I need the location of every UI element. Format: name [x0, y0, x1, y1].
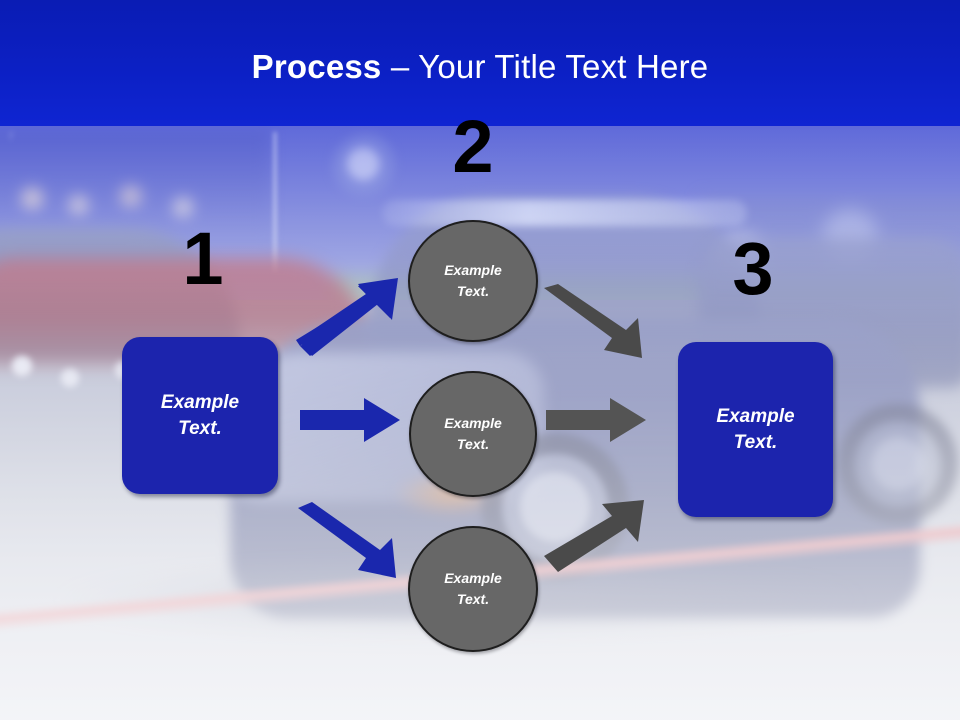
page-title: Process – Your Title Text Here	[0, 48, 960, 86]
blue-arrow-right-icon	[300, 398, 400, 442]
process-circle-middle-line1: Example	[444, 415, 502, 431]
process-circle-bottom-line2: Text.	[456, 591, 490, 607]
process-circle-bottom-text: Example Text.	[444, 568, 502, 610]
gray-arrow-right-icon	[546, 398, 646, 442]
step-number-1: 1	[182, 217, 224, 300]
process-circle-top-line1: Example	[444, 262, 502, 278]
process-box-right-text: Example Text.	[716, 404, 794, 456]
process-circle-middle-text: Example Text.	[444, 413, 502, 455]
page-title-strong: Process	[251, 48, 382, 85]
process-circle-bottom-line1: Example	[444, 570, 502, 586]
process-circle-middle-line2: Text.	[456, 436, 490, 452]
process-circle-top[interactable]: Example Text.	[408, 220, 538, 342]
process-circle-top-line2: Text.	[456, 283, 490, 299]
gray-arrow-down-right-icon	[542, 284, 650, 362]
process-box-right[interactable]: Example Text.	[678, 342, 833, 517]
blue-arrow-down-right-icon	[296, 502, 404, 580]
process-circle-bottom[interactable]: Example Text.	[408, 526, 538, 652]
page-title-rest: – Your Title Text Here	[381, 48, 709, 85]
process-box-right-line1: Example	[716, 405, 795, 427]
process-box-left-line1: Example	[160, 391, 240, 413]
process-box-left-text: Example Text.	[161, 390, 239, 442]
process-circle-top-text: Example Text.	[444, 260, 502, 302]
step-number-3: 3	[732, 227, 774, 310]
process-box-right-line2: Text.	[733, 431, 778, 453]
blue-arrow-up-right-icon	[296, 278, 404, 356]
process-box-left[interactable]: Example Text.	[122, 337, 278, 494]
title-band	[0, 0, 960, 126]
process-box-left-line2: Text.	[178, 417, 222, 439]
step-number-2: 2	[452, 105, 494, 188]
process-circle-middle[interactable]: Example Text.	[409, 371, 537, 497]
gray-arrow-up-right-icon	[540, 500, 652, 572]
